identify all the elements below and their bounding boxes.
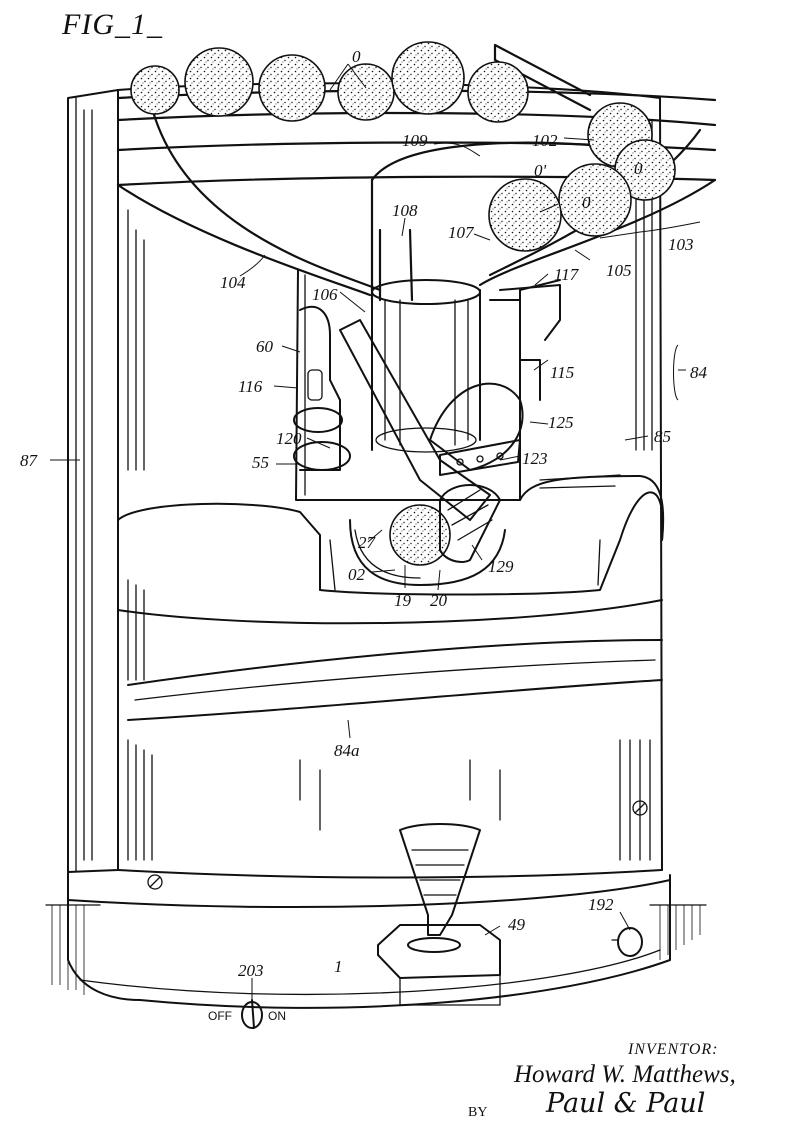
orange-right-3: [558, 163, 632, 237]
reference-numerals: 0 109 102 0' 0 0 108 107 103 105 104 106…: [20, 47, 708, 980]
label-108: 108: [392, 201, 418, 220]
label-102: 102: [532, 131, 558, 150]
orange-top-5: [467, 61, 529, 123]
label-20: 20: [430, 591, 448, 610]
oranges: [130, 41, 676, 566]
label-104: 104: [220, 273, 246, 292]
machine-base: [67, 871, 671, 1009]
power-switch: OFF ON: [208, 999, 286, 1029]
switch-off-label: OFF: [208, 1009, 232, 1023]
label-49: 49: [508, 915, 526, 934]
by-label: BY: [468, 1105, 487, 1120]
band-84a: [127, 639, 663, 721]
glass-pad: [377, 924, 501, 1006]
inventor-block: INVENTOR: Howard W. Matthews, BY Paul & …: [468, 1041, 736, 1120]
inventor-heading: INVENTOR:: [627, 1041, 718, 1058]
label-123: 123: [522, 449, 548, 468]
label-203: 203: [238, 961, 264, 980]
label-192: 192: [588, 895, 614, 914]
orange-0prime: [488, 178, 562, 252]
orange-top-6: [130, 65, 180, 115]
label-0-right: 0: [634, 159, 643, 178]
figure-title: FIG_1_: [61, 8, 163, 41]
orange-top-3: [337, 63, 395, 121]
label-106: 106: [312, 285, 338, 304]
label-84: 84: [690, 363, 708, 382]
label-116: 116: [238, 377, 263, 396]
label-0-mid: 0: [582, 193, 591, 212]
label-60: 60: [256, 337, 274, 356]
label-120: 120: [276, 429, 302, 448]
orange-top-1: [184, 47, 254, 117]
attorney-signature: Paul & Paul: [545, 1088, 705, 1119]
label-103: 103: [668, 235, 694, 254]
label-27: 27: [358, 533, 377, 552]
leader-lines: [50, 63, 701, 1000]
screws: [147, 800, 648, 890]
inventor-name: Howard W. Matthews,: [513, 1061, 736, 1088]
counter-ledge: [117, 474, 665, 625]
floor-hatching: [45, 904, 707, 995]
label-0-top: 0: [352, 47, 361, 66]
label-0prime: 0': [534, 161, 547, 180]
orange-top-4: [391, 41, 465, 115]
label-109: 109: [402, 131, 428, 150]
drinking-glass: [399, 823, 481, 953]
cabinet-left-side: [67, 89, 119, 873]
label-19: 19: [394, 591, 412, 610]
orange-top-2: [258, 54, 326, 122]
label-117: 117: [554, 265, 580, 284]
label-55: 55: [252, 453, 269, 472]
orange-02: [389, 504, 451, 566]
label-87: 87: [20, 451, 39, 470]
label-85: 85: [654, 427, 671, 446]
body-shading: [127, 119, 653, 861]
label-84a: 84a: [334, 741, 360, 760]
label-02: 02: [348, 565, 366, 584]
label-125: 125: [548, 413, 574, 432]
label-105: 105: [606, 261, 632, 280]
label-115: 115: [550, 363, 574, 382]
label-107: 107: [448, 223, 475, 242]
juicer-mechanism: [293, 279, 561, 586]
switch-on-label: ON: [268, 1009, 286, 1023]
label-129: 129: [488, 557, 514, 576]
label-1: 1: [334, 957, 343, 976]
push-knob: [611, 927, 643, 957]
